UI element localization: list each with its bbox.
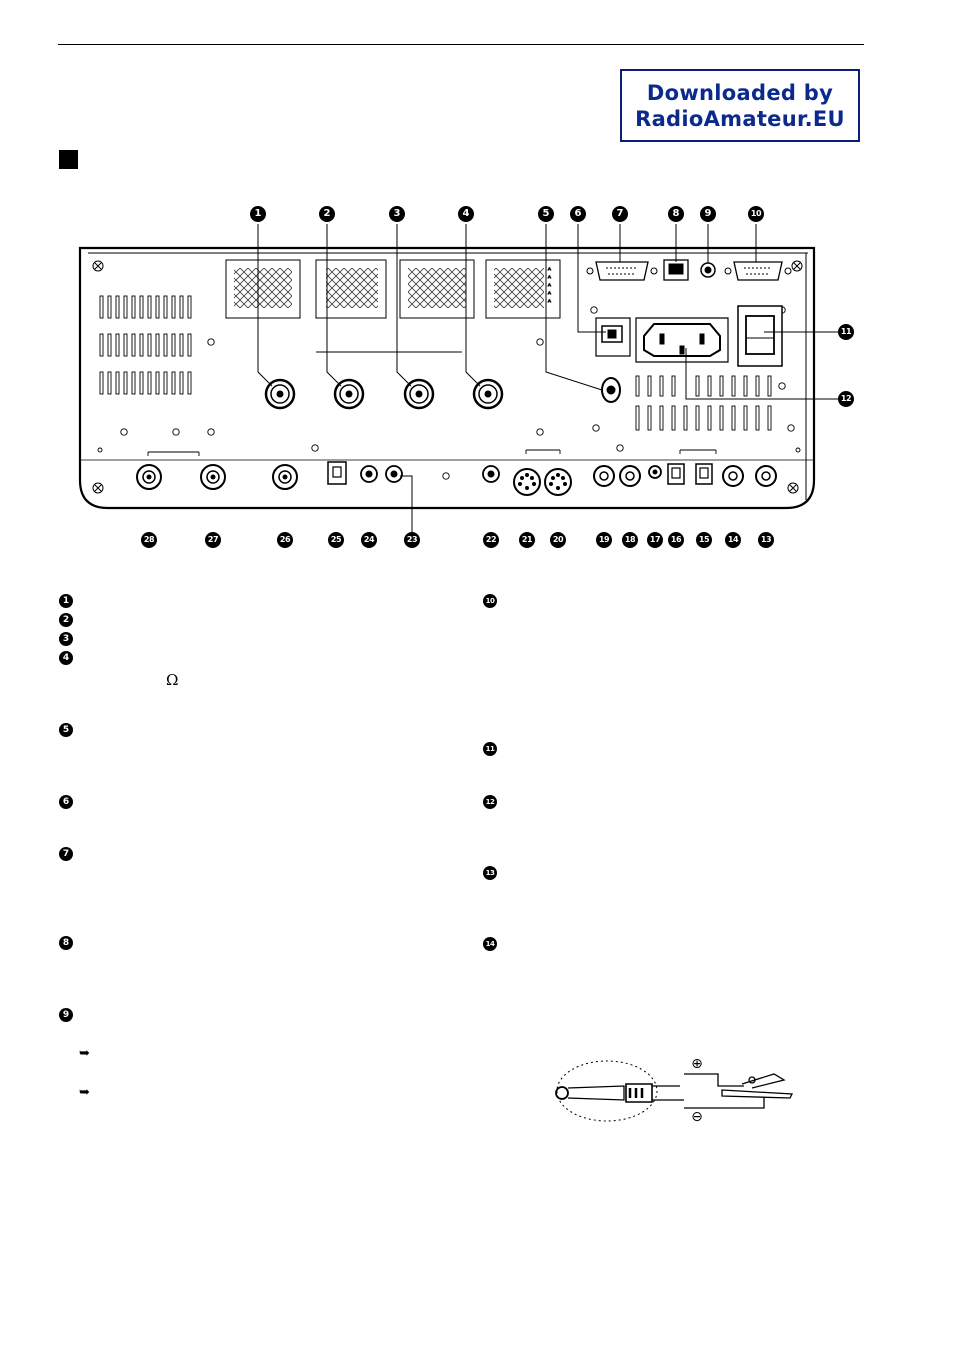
section-bullet-square (59, 150, 78, 169)
banner-line-1: Downloaded by (646, 80, 834, 105)
legend-num-12: 12 (483, 795, 497, 809)
callout-12: 12 (838, 391, 854, 407)
bottom-jacks (136, 461, 777, 496)
callout-17: 17 (647, 532, 663, 548)
callout-9: 9 (700, 206, 716, 222)
callout-3: 3 (389, 206, 405, 222)
svg-text:^: ^ (548, 292, 551, 298)
jack-18 (619, 465, 641, 487)
svg-text:^: ^ (548, 284, 551, 290)
connector-2 (333, 378, 365, 410)
connector-6 (595, 317, 631, 357)
callout-11: 11 (838, 324, 854, 340)
jack-25 (327, 461, 347, 485)
callout-27: 27 (205, 532, 221, 548)
jack-27 (200, 464, 226, 490)
legend-num-7: 7 (59, 847, 73, 861)
banner-line-2: RadioAmateur.EU (635, 106, 845, 131)
callout-6: 6 (570, 206, 586, 222)
jack-26 (272, 464, 298, 490)
power-switch (737, 305, 783, 367)
connector-9 (700, 262, 716, 278)
callout-25: 25 (328, 532, 344, 548)
sub-arrow-2: ➥ (79, 1085, 90, 1100)
callout-18: 18 (622, 532, 638, 548)
legend-num-1: 1 (59, 594, 73, 608)
svg-text:^: ^ (548, 300, 551, 306)
jack-14 (722, 465, 744, 487)
callout-8: 8 (668, 206, 684, 222)
legend-num-6: 6 (59, 795, 73, 809)
antenna-connectors (264, 378, 504, 410)
legend-num-2: 2 (59, 613, 73, 627)
jack-17 (648, 465, 662, 479)
sub-arrow-1: ➥ (79, 1046, 90, 1061)
callout-1: 1 (250, 206, 266, 222)
callout-22: 22 (483, 532, 499, 548)
jack-22 (482, 465, 500, 483)
ac-inlet (635, 317, 729, 363)
callout-14: 14 (725, 532, 741, 548)
callout-10: 10 (748, 206, 764, 222)
jack-15 (695, 463, 713, 485)
corner-screws (92, 260, 803, 494)
jack-19 (593, 465, 615, 487)
key-diagram (555, 1060, 794, 1122)
download-banner[interactable]: Downloaded by RadioAmateur.EU (620, 69, 860, 142)
left-vent-slots (99, 295, 192, 395)
callout-15: 15 (696, 532, 712, 548)
legend-num-11: 11 (483, 742, 497, 756)
callout-5: 5 (538, 206, 554, 222)
legend-num-14: 14 (483, 937, 497, 951)
legend-num-4: 4 (59, 651, 73, 665)
key-minus-symbol: ⊖ (691, 1109, 703, 1125)
connector-4 (472, 378, 504, 410)
legend-num-5: 5 (59, 723, 73, 737)
legend-num-10: 10 (483, 594, 497, 608)
connector-3 (403, 378, 435, 410)
callout-28: 28 (141, 532, 157, 548)
callout-16: 16 (668, 532, 684, 548)
callout-2: 2 (319, 206, 335, 222)
jack-24 (360, 465, 378, 483)
svg-text:^: ^ (548, 276, 551, 282)
top-leader-lines (257, 224, 838, 540)
callout-4: 4 (458, 206, 474, 222)
header-rule (58, 44, 864, 45)
connector-10 (724, 261, 792, 281)
jack-28 (136, 464, 162, 490)
din-21 (513, 468, 541, 496)
svg-text:^: ^ (548, 268, 551, 274)
key-plus-symbol: ⊕ (691, 1056, 703, 1072)
legend-num-3: 3 (59, 632, 73, 646)
fan-grilles: ^ ^ ^ ^ ^ (225, 259, 561, 319)
callout-24: 24 (361, 532, 377, 548)
callout-23: 23 (404, 532, 420, 548)
legend-num-13: 13 (483, 866, 497, 880)
legend-num-9: 9 (59, 1008, 73, 1022)
ground-terminal (601, 377, 621, 403)
callout-20: 20 (550, 532, 566, 548)
connector-7 (586, 261, 658, 281)
callout-13: 13 (758, 532, 774, 548)
jack-16 (667, 463, 685, 485)
jack-23 (385, 465, 403, 483)
callout-19: 19 (596, 532, 612, 548)
right-vent-slots (635, 375, 772, 431)
din-20 (544, 468, 572, 496)
callout-7: 7 (612, 206, 628, 222)
legend-num-8: 8 (59, 936, 73, 950)
omega-symbol: Ω (166, 671, 179, 689)
jack-13 (755, 465, 777, 487)
callout-26: 26 (277, 532, 293, 548)
connector-8 (663, 259, 689, 281)
callout-21: 21 (519, 532, 535, 548)
connector-1 (264, 378, 296, 410)
